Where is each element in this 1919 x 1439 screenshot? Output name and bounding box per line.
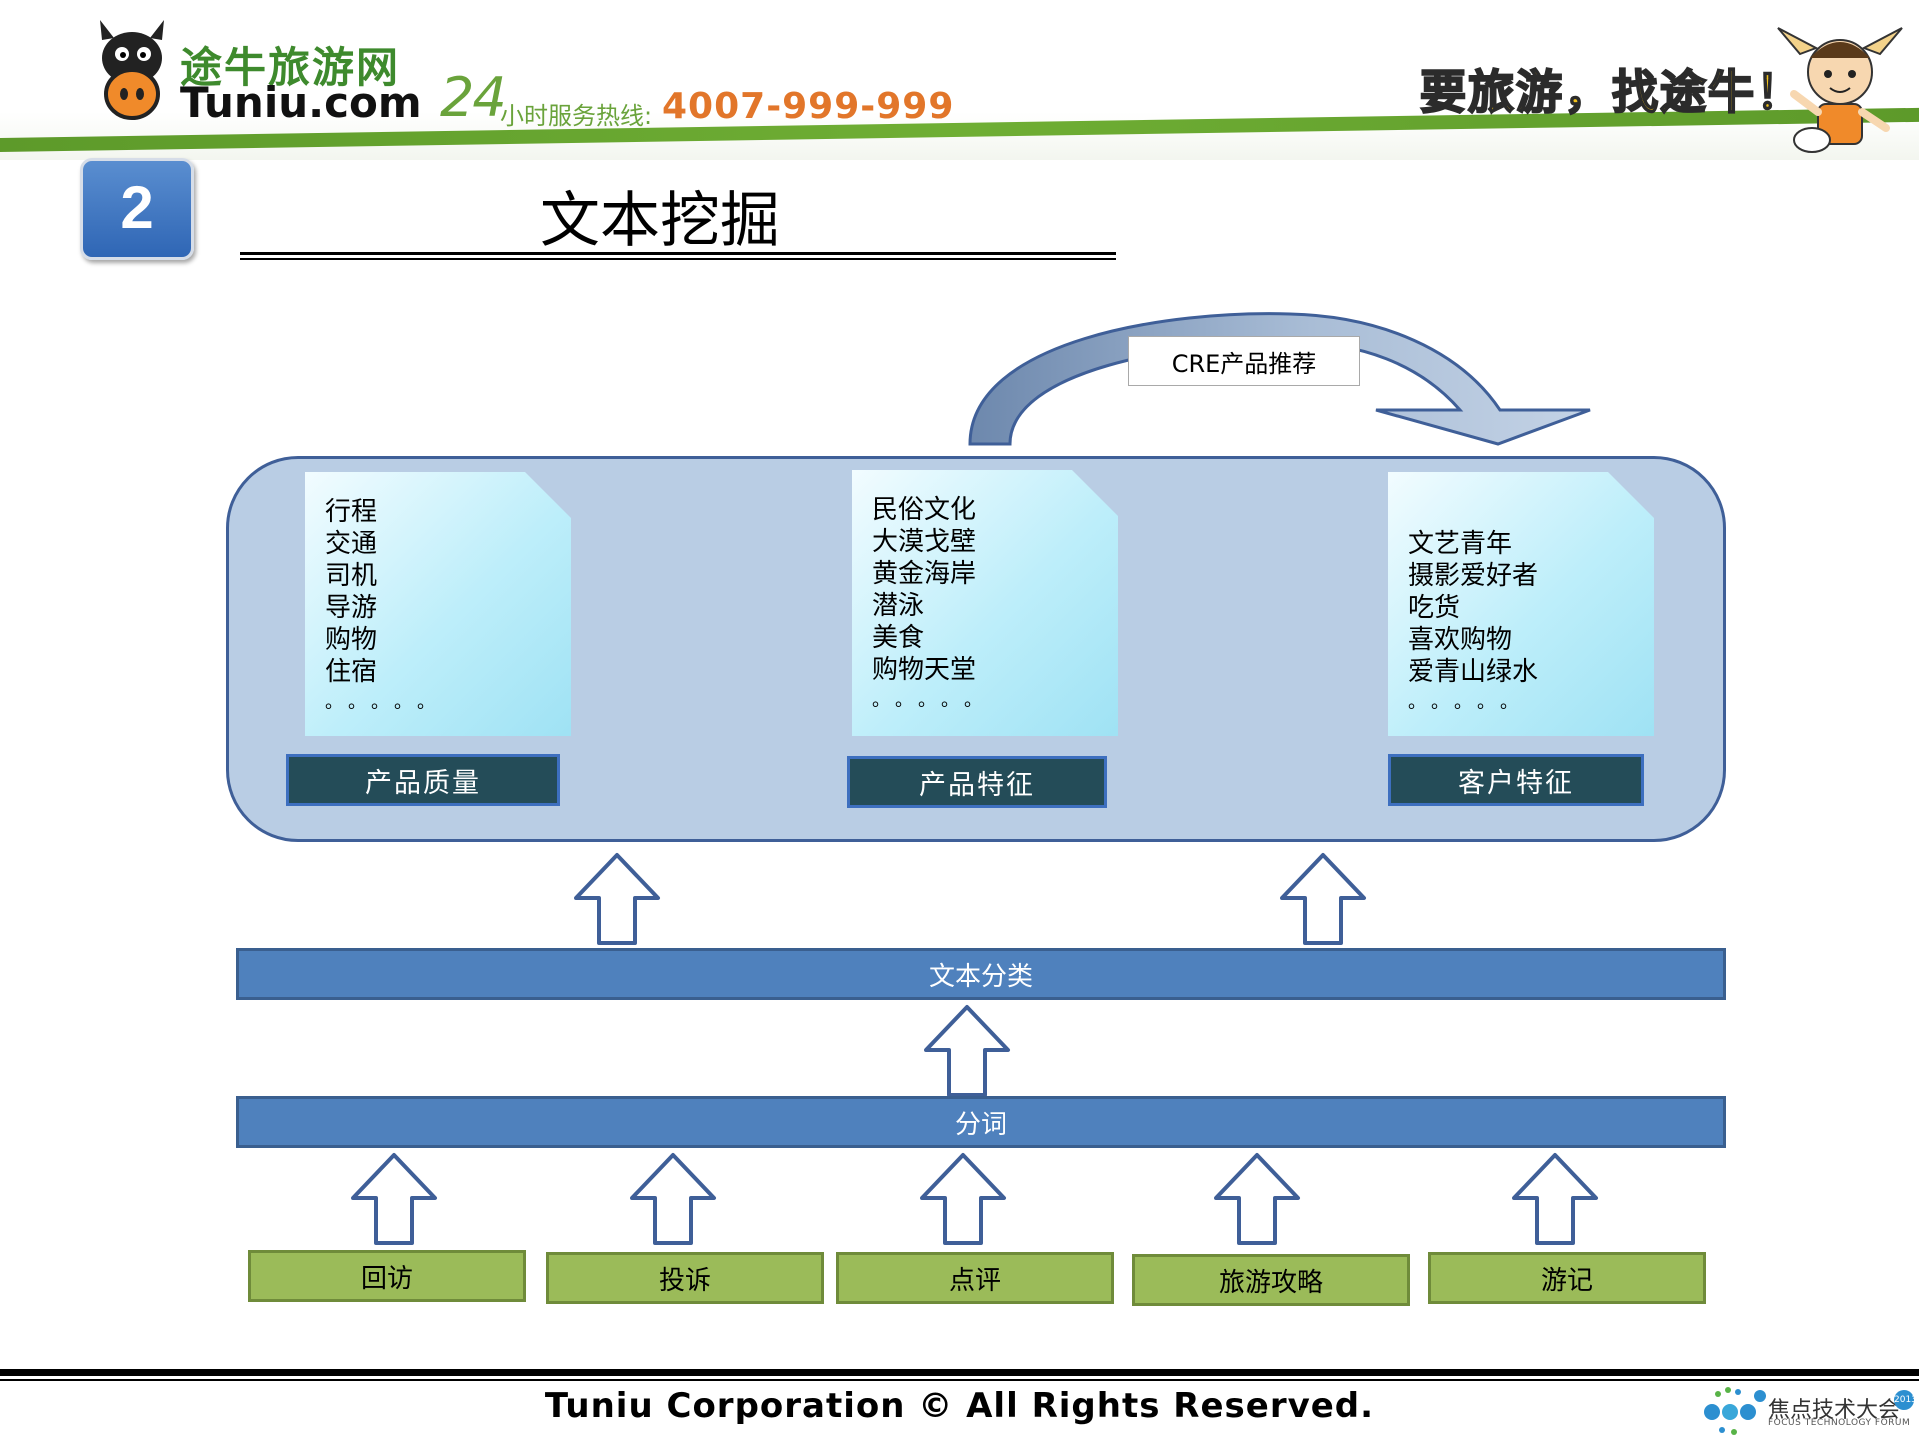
source-complaints: 投诉 bbox=[546, 1252, 824, 1304]
up-arrow-icon bbox=[1214, 1153, 1300, 1245]
page-title: 文本挖掘 bbox=[540, 186, 780, 256]
text-classification-bar: 文本分类 bbox=[236, 948, 1726, 1000]
doc-line: 住宿 bbox=[325, 657, 378, 687]
cow-logo-icon bbox=[100, 20, 164, 120]
doc-line: 导游 bbox=[325, 593, 378, 623]
footer-rule-thin bbox=[0, 1379, 1919, 1381]
doc-line: 行程 bbox=[325, 497, 378, 527]
section-number-badge: 2 bbox=[80, 158, 194, 260]
up-arrow-icon bbox=[920, 1153, 1006, 1245]
up-arrow-icon bbox=[924, 1005, 1010, 1097]
up-arrow-icon bbox=[1512, 1153, 1598, 1245]
doc-ellipsis: 。。。。。 bbox=[325, 692, 449, 713]
doc-line: 爱青山绿水 bbox=[1408, 657, 1539, 687]
doc-line: 黄金海岸 bbox=[872, 559, 977, 589]
doc-line: 司机 bbox=[325, 561, 378, 591]
document-customer-features: 文艺青年 摄影爱好者 吃货 喜欢购物 爱青山绿水 。。。。。 bbox=[1388, 472, 1654, 736]
doc-ellipsis: 。。。。。 bbox=[1408, 692, 1532, 713]
ftf-english-name: FOCUS TECHNOLOGY FORUM bbox=[1768, 1418, 1911, 1428]
doc-line: 摄影爱好者 bbox=[1408, 561, 1539, 591]
tag-customer-features: 客户特征 bbox=[1388, 754, 1644, 806]
logo-english-text: Tuniu.com bbox=[180, 78, 422, 127]
doc-line: 潜泳 bbox=[872, 591, 925, 621]
doc-line: 购物天堂 bbox=[872, 655, 977, 685]
doc-ellipsis: 。。。。。 bbox=[872, 690, 996, 711]
source-travel-guides: 旅游攻略 bbox=[1132, 1254, 1410, 1306]
tag-product-features: 产品特征 bbox=[847, 756, 1107, 808]
source-reviews: 点评 bbox=[836, 1252, 1114, 1304]
ftf-year-badge: 2013 bbox=[1894, 1390, 1917, 1410]
word-segmentation-bar: 分词 bbox=[236, 1096, 1726, 1148]
hotline-label: 小时服务热线: bbox=[500, 102, 653, 130]
up-arrow-icon bbox=[1280, 853, 1366, 945]
ftf-chinese-name: 焦点技术大会 bbox=[1768, 1398, 1901, 1423]
footer-rule bbox=[0, 1369, 1919, 1376]
title-underline-thin bbox=[240, 258, 1116, 260]
up-arrow-icon bbox=[574, 853, 660, 945]
copyright-text: Tuniu Corporation © All Rights Reserved. bbox=[544, 1386, 1375, 1426]
document-product-quality: 行程 交通 司机 导游 购物 住宿 。。。。。 bbox=[305, 472, 571, 736]
tag-product-quality: 产品质量 bbox=[286, 754, 560, 806]
doc-line: 美食 bbox=[872, 623, 925, 653]
mascot-icon bbox=[1777, 27, 1903, 153]
logo-chinese-text: 途牛旅游网 bbox=[180, 43, 401, 92]
doc-line: 吃货 bbox=[1408, 593, 1461, 623]
hotline-number: 4007-999-999 bbox=[662, 86, 955, 127]
source-travel-notes: 游记 bbox=[1428, 1252, 1706, 1304]
cre-recommendation-label: CRE产品推荐 bbox=[1128, 336, 1360, 386]
slogan: 要旅游，找途牛！ bbox=[1419, 64, 1804, 120]
doc-line: 喜欢购物 bbox=[1408, 625, 1513, 655]
source-follow-up-visits: 回访 bbox=[248, 1250, 526, 1302]
up-arrow-icon bbox=[351, 1153, 437, 1245]
title-underline bbox=[240, 252, 1116, 255]
doc-line: 民俗文化 bbox=[872, 495, 977, 525]
doc-line: 购物 bbox=[325, 625, 378, 655]
doc-line: 文艺青年 bbox=[1408, 529, 1513, 559]
document-product-features: 民俗文化 大漠戈壁 黄金海岸 潜泳 美食 购物天堂 。。。。。 bbox=[852, 470, 1118, 736]
doc-line: 大漠戈壁 bbox=[872, 527, 977, 557]
ftf-logo-icon bbox=[1704, 1387, 1766, 1435]
hotline-24: 24 bbox=[440, 66, 507, 129]
up-arrow-icon bbox=[630, 1153, 716, 1245]
doc-line: 交通 bbox=[325, 529, 378, 559]
